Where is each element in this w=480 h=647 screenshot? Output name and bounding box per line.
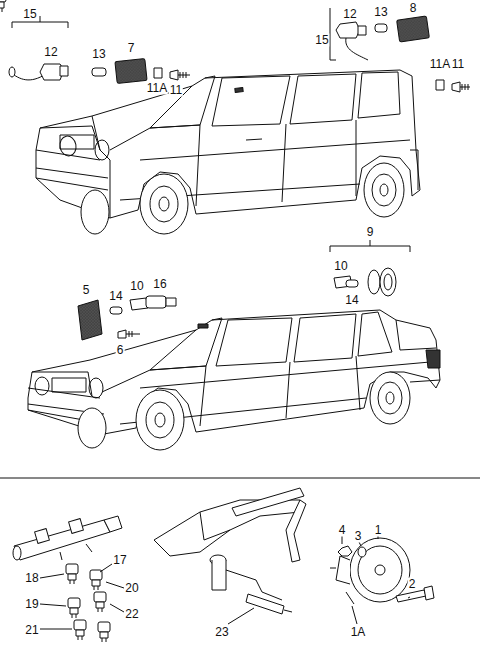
callout-number: 1A bbox=[350, 626, 367, 639]
callout-number: 17 bbox=[112, 554, 127, 567]
interior-lamp-parts-left bbox=[9, 16, 190, 84]
divider bbox=[0, 478, 480, 479]
callout-number: 15 bbox=[22, 8, 37, 21]
rear-lamp-socket-parts bbox=[330, 240, 410, 296]
callout-number: 10 bbox=[333, 260, 348, 273]
callout-number: 13 bbox=[91, 48, 106, 61]
master-cylinder-and-switches bbox=[0, 0, 124, 642]
callout-number: 2 bbox=[408, 578, 417, 591]
callout-number: 12 bbox=[43, 46, 58, 59]
callout-number: 11A bbox=[429, 58, 451, 71]
callout-number: 22 bbox=[124, 608, 139, 621]
callout-number: 11 bbox=[169, 84, 183, 97]
callout-number: 14 bbox=[108, 290, 123, 303]
callout-number: 3 bbox=[354, 530, 363, 543]
callout-number: 11 bbox=[451, 58, 465, 71]
callout-number: 10 bbox=[129, 280, 144, 293]
callout-number: 4 bbox=[338, 524, 347, 537]
callout-number: 8 bbox=[409, 2, 418, 15]
callout-number: 6 bbox=[116, 344, 125, 357]
callout-number: 15 bbox=[314, 34, 329, 47]
callout-number: 18 bbox=[24, 572, 39, 585]
pedal-bracket bbox=[154, 488, 306, 624]
callout-number: 12 bbox=[342, 8, 357, 21]
callout-number: 9 bbox=[366, 226, 375, 239]
callout-number: 1 bbox=[374, 524, 383, 537]
tail-lamp-parts bbox=[78, 296, 176, 340]
callout-number: 13 bbox=[373, 6, 388, 19]
callout-number: 16 bbox=[152, 278, 167, 291]
callout-number: 19 bbox=[24, 598, 39, 611]
interior-lamp-parts-right bbox=[330, 8, 470, 92]
callout-number: 11A bbox=[146, 82, 168, 95]
hatchback-car bbox=[36, 70, 420, 234]
callout-number: 20 bbox=[124, 582, 139, 595]
callout-number: 14 bbox=[344, 294, 359, 307]
callout-number: 23 bbox=[214, 626, 229, 639]
horn bbox=[330, 536, 434, 624]
callout-number: 5 bbox=[82, 284, 91, 297]
callout-number: 7 bbox=[127, 42, 136, 55]
callout-number: 21 bbox=[24, 624, 39, 637]
